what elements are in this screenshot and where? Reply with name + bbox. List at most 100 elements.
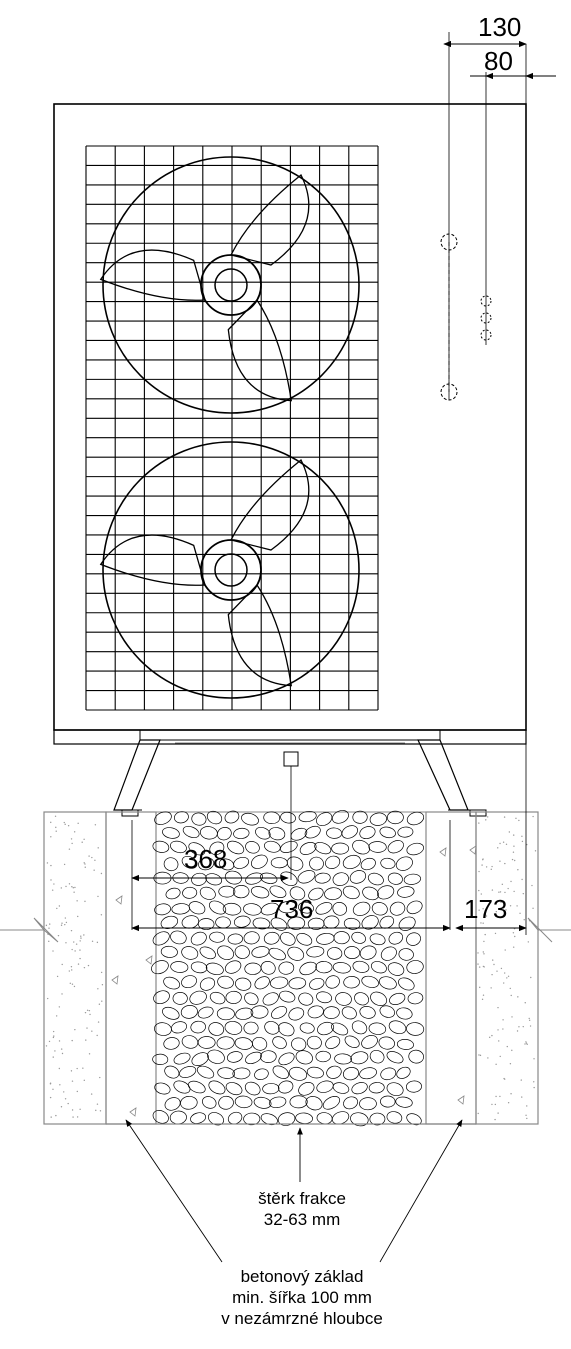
- gravel-stone: [207, 1049, 225, 1064]
- gravel-stone: [344, 946, 361, 959]
- gravel-stone: [208, 1080, 226, 1095]
- concrete-speck: [505, 909, 507, 911]
- gravel-stone: [171, 1021, 187, 1034]
- concrete-speck: [504, 1078, 506, 1080]
- gravel-stone: [264, 1021, 280, 1035]
- gravel-stone: [299, 1022, 315, 1034]
- concrete-speck: [521, 878, 523, 881]
- gravel-stone: [332, 1082, 350, 1094]
- gravel-stone: [188, 842, 206, 856]
- concrete-speck: [488, 1036, 491, 1039]
- gravel-stone: [179, 1066, 197, 1078]
- concrete-speck: [91, 940, 94, 942]
- concrete-speck: [86, 1027, 88, 1029]
- gravel-stone: [341, 825, 358, 839]
- concrete-speck: [521, 1096, 523, 1098]
- gravel-stone: [198, 857, 215, 871]
- gravel-stone: [272, 1036, 287, 1049]
- gravel-stone: [309, 977, 325, 990]
- gravel-stone: [349, 870, 367, 884]
- concrete-speck: [533, 1058, 535, 1060]
- gravel-stone: [260, 902, 280, 916]
- gravel-stone: [190, 931, 207, 946]
- concrete-speck: [483, 940, 485, 943]
- concrete-speck: [71, 1080, 74, 1082]
- gravel-stone: [188, 901, 206, 915]
- gravel-stone: [342, 885, 360, 900]
- gravel-stone: [304, 825, 321, 839]
- gravel-stone: [325, 1036, 341, 1049]
- concrete-speck: [82, 1067, 84, 1069]
- concrete-speck: [509, 987, 511, 990]
- aggregate-mark: [469, 845, 477, 855]
- gravel-stone: [227, 1111, 243, 1125]
- concrete-speck: [60, 1106, 63, 1108]
- gravel-stone: [306, 946, 325, 958]
- gravel-stone: [388, 931, 404, 945]
- gravel-stone: [234, 1095, 253, 1109]
- concrete-speck: [84, 866, 86, 868]
- fan-blade: [230, 458, 310, 551]
- gravel-stone: [270, 857, 288, 869]
- concrete-speck: [80, 937, 82, 939]
- concrete-speck: [52, 1056, 54, 1058]
- concrete-speck: [76, 1090, 79, 1093]
- concrete-speck: [53, 883, 55, 885]
- gravel-stone: [217, 975, 234, 989]
- gravel-stone: [165, 887, 181, 900]
- gravel-stone: [406, 1113, 422, 1126]
- concrete-speck: [525, 1041, 527, 1043]
- outdoor-unit: [53, 103, 527, 745]
- fan-blade: [99, 534, 206, 586]
- gravel-stone: [406, 900, 423, 915]
- concrete-speck: [56, 975, 59, 978]
- gravel-stone: [369, 1112, 386, 1126]
- gravel-stone: [298, 1082, 315, 1096]
- gravel-stone: [309, 856, 324, 871]
- concrete-speck: [68, 970, 71, 972]
- gravel-stone: [316, 932, 335, 945]
- gravel-stone: [202, 1096, 217, 1109]
- concrete-speck: [53, 1035, 55, 1037]
- gravel-stone: [233, 827, 250, 840]
- gravel-stone: [314, 872, 331, 884]
- concrete-speck: [497, 847, 499, 849]
- concrete-speck: [49, 1096, 52, 1099]
- concrete-speck: [77, 963, 80, 965]
- gravel-stone: [327, 947, 343, 960]
- concrete-speck: [61, 993, 63, 995]
- gravel-stone: [170, 961, 189, 973]
- gravel-stone: [323, 1006, 340, 1019]
- concrete-speck: [76, 900, 78, 902]
- fan-hub-outer: [200, 254, 262, 316]
- gravel-stone: [406, 1080, 422, 1093]
- gravel-stone: [396, 1066, 411, 1079]
- concrete-speck: [86, 1009, 89, 1012]
- gravel-stone: [369, 1049, 385, 1064]
- concrete-speck: [99, 1110, 102, 1112]
- gravel-stone: [199, 826, 218, 840]
- concrete-speck: [55, 830, 57, 832]
- gravel-stone: [296, 933, 313, 946]
- aggregate-mark: [115, 895, 123, 905]
- concrete-speck: [73, 941, 75, 943]
- concrete-speck: [79, 957, 81, 960]
- foundation-note-line1: betonový základ: [241, 1267, 364, 1286]
- gravel-stone: [397, 826, 414, 838]
- concrete-speck: [71, 983, 74, 985]
- gravel-stone: [263, 931, 280, 945]
- gravel-stone: [253, 1096, 272, 1109]
- gravel-stone: [205, 962, 224, 976]
- concrete-speck: [73, 891, 75, 893]
- concrete-speck: [532, 815, 534, 818]
- gravel-stone: [352, 901, 371, 916]
- gravel-stone: [269, 976, 289, 989]
- fan: [99, 441, 360, 699]
- concrete-speck: [55, 1015, 58, 1017]
- concrete-speck: [513, 859, 516, 862]
- gravel-stone: [278, 901, 297, 914]
- concrete-speck: [501, 883, 504, 886]
- gravel-stone: [351, 931, 366, 944]
- concrete-speck: [485, 866, 488, 868]
- concrete-speck: [70, 929, 73, 932]
